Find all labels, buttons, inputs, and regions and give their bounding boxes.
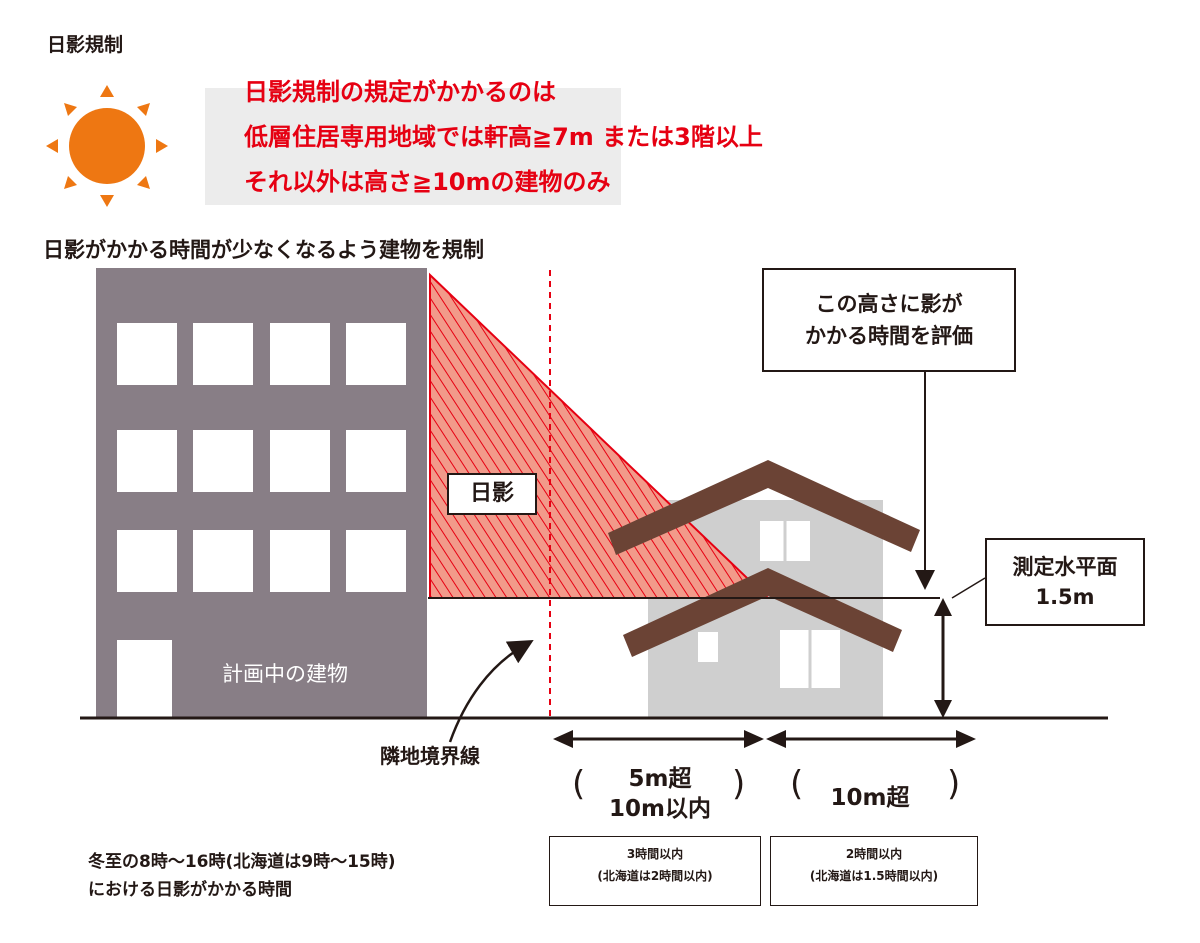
note-line-2: における日影がかかる時間	[88, 880, 292, 900]
winter-solstice-note: 冬至の8時～16時(北海道は9時～15時) における日影がかかる時間	[88, 848, 396, 904]
boundary-line-label: 隣地境界線	[380, 744, 480, 768]
evaluation-line-1: この高さに影が	[815, 292, 963, 316]
hours-far-line-2: (北海道は1.5時間以内)	[809, 869, 939, 883]
zone-near-line-1: 5m超	[628, 766, 692, 792]
hours-near-line-1: 3時間以内	[626, 847, 684, 861]
zone-near-paren-open: (	[572, 764, 586, 804]
measurement-plane-box: 測定水平面 1.5m	[985, 538, 1145, 626]
distance-over-10m-arrow	[766, 730, 976, 748]
hours-near-box: 3時間以内 (北海道は2時間以内)	[549, 836, 761, 906]
plane-line-2: 1.5m	[1035, 585, 1095, 609]
hours-far-line-1: 2時間以内	[845, 847, 903, 861]
zone-far-paren-close: )	[947, 764, 961, 804]
callout-background	[205, 88, 621, 205]
distance-5-10m-arrow	[553, 730, 764, 748]
hours-far-box: 2時間以内 (北海道は1.5時間以内)	[770, 836, 978, 906]
zone-near-line-2: 10m以内	[609, 796, 711, 822]
callout-line-2: 低層住居専用地域では軒高≧7m または3階以上	[244, 123, 763, 151]
zone-near-label: 5m超 10m以内	[585, 764, 735, 824]
plane-pointer-line	[951, 577, 986, 599]
evaluation-line-2: かかる時間を評価	[805, 324, 973, 348]
boundary-pointer-arrow	[448, 640, 534, 743]
plane-line-1: 測定水平面	[1012, 555, 1118, 579]
planned-building-label: 計画中の建物	[222, 662, 348, 686]
zone-far-label: 10m超	[830, 785, 910, 811]
height-1-5m-arrow	[934, 598, 952, 718]
planned-building	[96, 268, 427, 718]
shadow-area	[429, 272, 771, 599]
callout-line-3: それ以外は高さ≧10mの建物のみ	[244, 168, 611, 196]
page-title: 日影規制	[47, 34, 124, 56]
evaluation-box: この高さに影が かかる時間を評価	[762, 268, 1016, 372]
note-line-1: 冬至の8時～16時(北海道は9時～15時)	[88, 852, 396, 872]
subtitle: 日影がかかる時間が少なくなるよう建物を規制	[43, 238, 484, 262]
zone-near-paren-close: )	[732, 764, 746, 804]
sun-icon	[46, 85, 168, 207]
zone-far-paren-open: (	[790, 764, 804, 804]
house-roofs	[608, 460, 920, 657]
hours-near-line-2: (北海道は2時間以内)	[597, 869, 713, 883]
callout-line-1: 日影規制の規定がかかるのは	[244, 78, 556, 106]
shadow-label: 日影	[447, 473, 537, 515]
